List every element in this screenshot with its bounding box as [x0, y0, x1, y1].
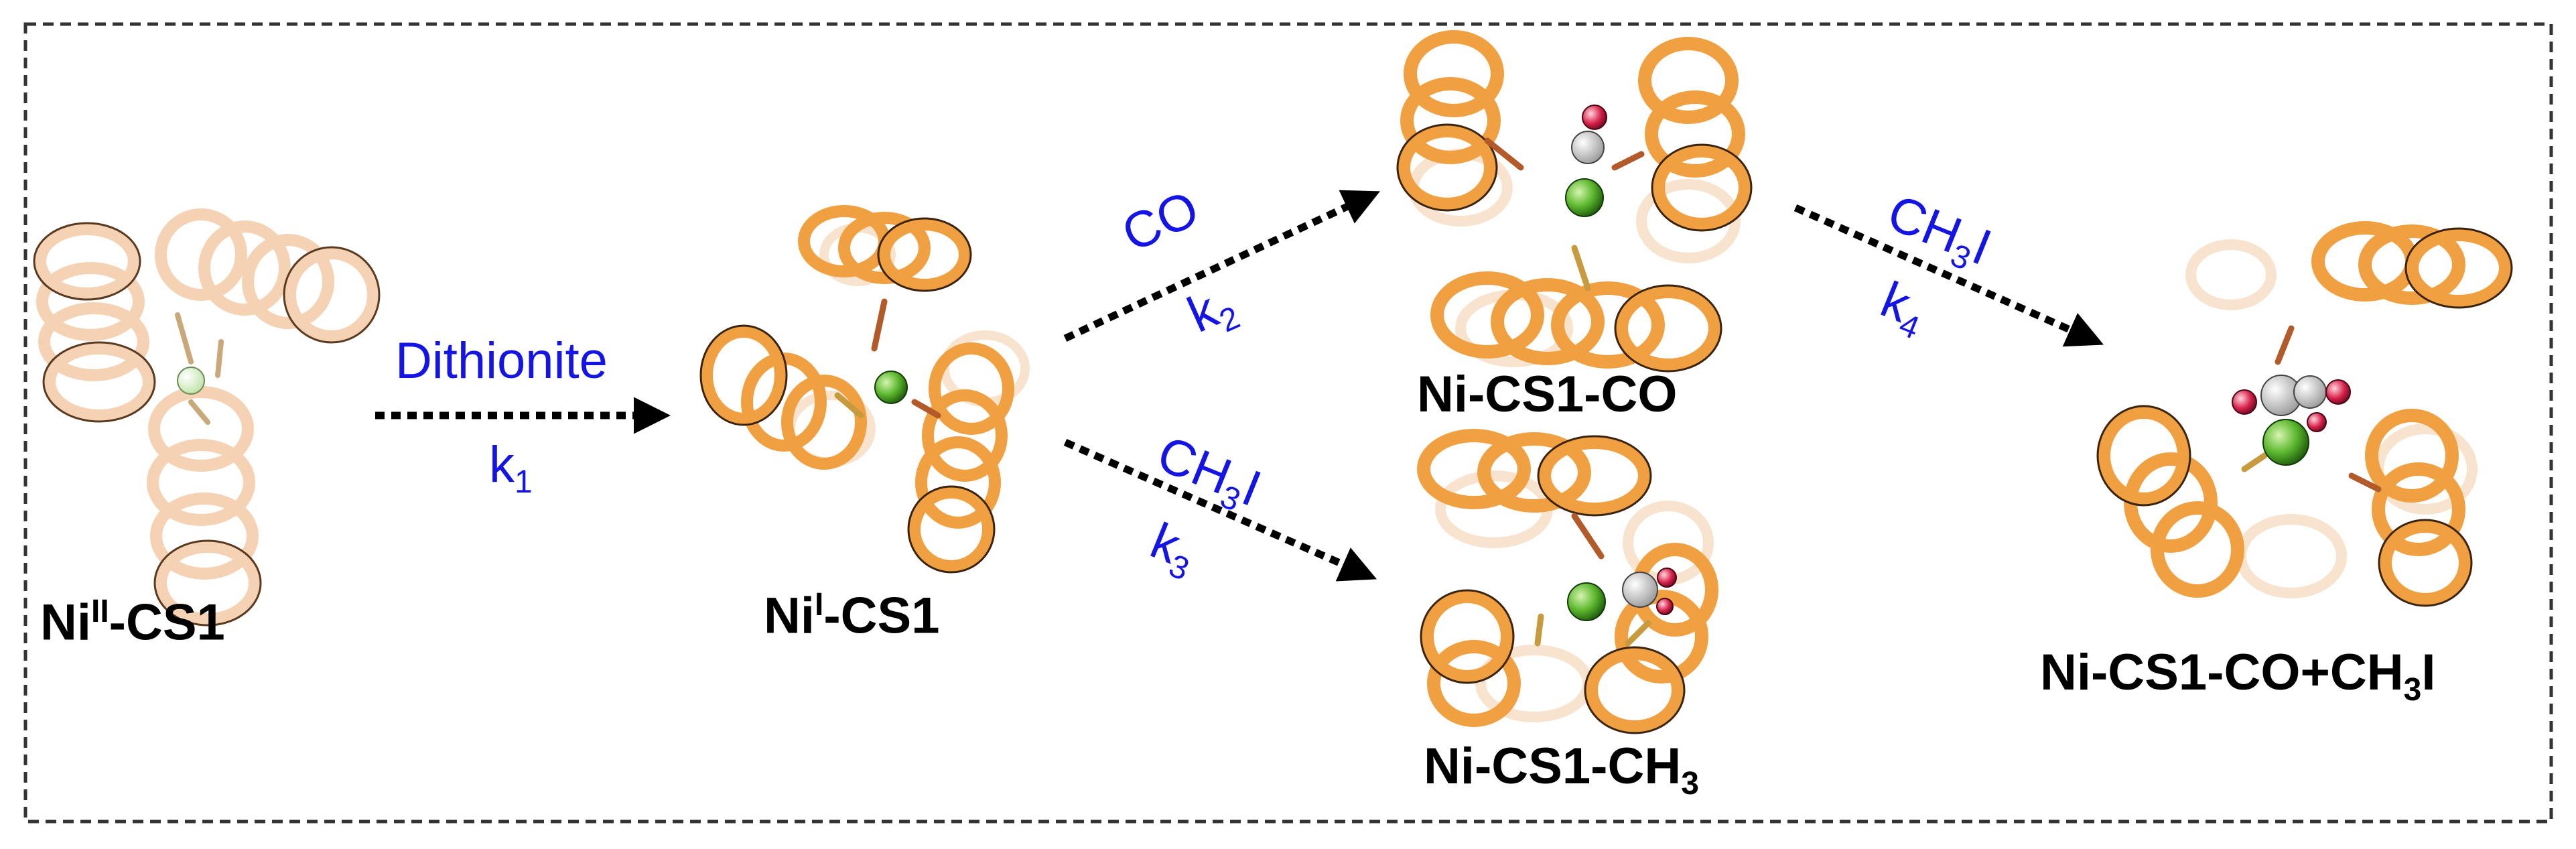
ni-ch3-oxygen-atom-2: [1656, 598, 1674, 615]
co-ch3i-oxygen-atom-2: [2325, 379, 2351, 405]
ni-ch3-oxygen-atom: [1657, 568, 1677, 588]
label-ni-cs1-co-ch3i: Ni-CS1-CO+CH3I: [2040, 644, 2436, 708]
arrow-ch3i-right: [1793, 204, 2104, 347]
arrow-co: [1063, 190, 1380, 342]
label-ni1-cs1: NiI-CS1: [764, 587, 940, 645]
label-ni2-cs1: NiII-CS1: [40, 594, 225, 651]
ni-co-nickel-atom: [1565, 178, 1604, 217]
ni-co-oxygen-atom: [1582, 105, 1607, 130]
ni-co-structure: [1396, 30, 1753, 373]
ni-ch3-carbon-atom: [1622, 572, 1658, 608]
ni-ch3-nickel-atom: [1567, 582, 1606, 621]
reagent-dithionite: Dithionite: [395, 332, 608, 389]
label-ni-cs1-ch3: Ni-CS1-CH3: [1424, 738, 1699, 802]
co-ch3i-oxygen-atom-3: [2307, 412, 2327, 432]
label-ni-cs1-co: Ni-CS1-CO: [1417, 366, 1678, 423]
rate-k1: k1: [489, 436, 533, 501]
ni1-nickel-atom: [874, 371, 908, 404]
co-ch3i-nickel-atom: [2262, 419, 2309, 466]
arrow-ch3i-upper: [1063, 438, 1377, 582]
ni2-nickel-atom: [177, 367, 205, 395]
ni1-structure: [699, 205, 1030, 574]
ni2-structure: [33, 208, 381, 627]
co-ch3i-carbon-atom-2: [2293, 375, 2327, 409]
ni-co-ch3i-structure: [2096, 221, 2513, 607]
ni-co-carbon-atom: [1571, 131, 1605, 164]
co-ch3i-oxygen-atom-1: [2232, 389, 2257, 415]
frame-border: [23, 22, 2553, 824]
